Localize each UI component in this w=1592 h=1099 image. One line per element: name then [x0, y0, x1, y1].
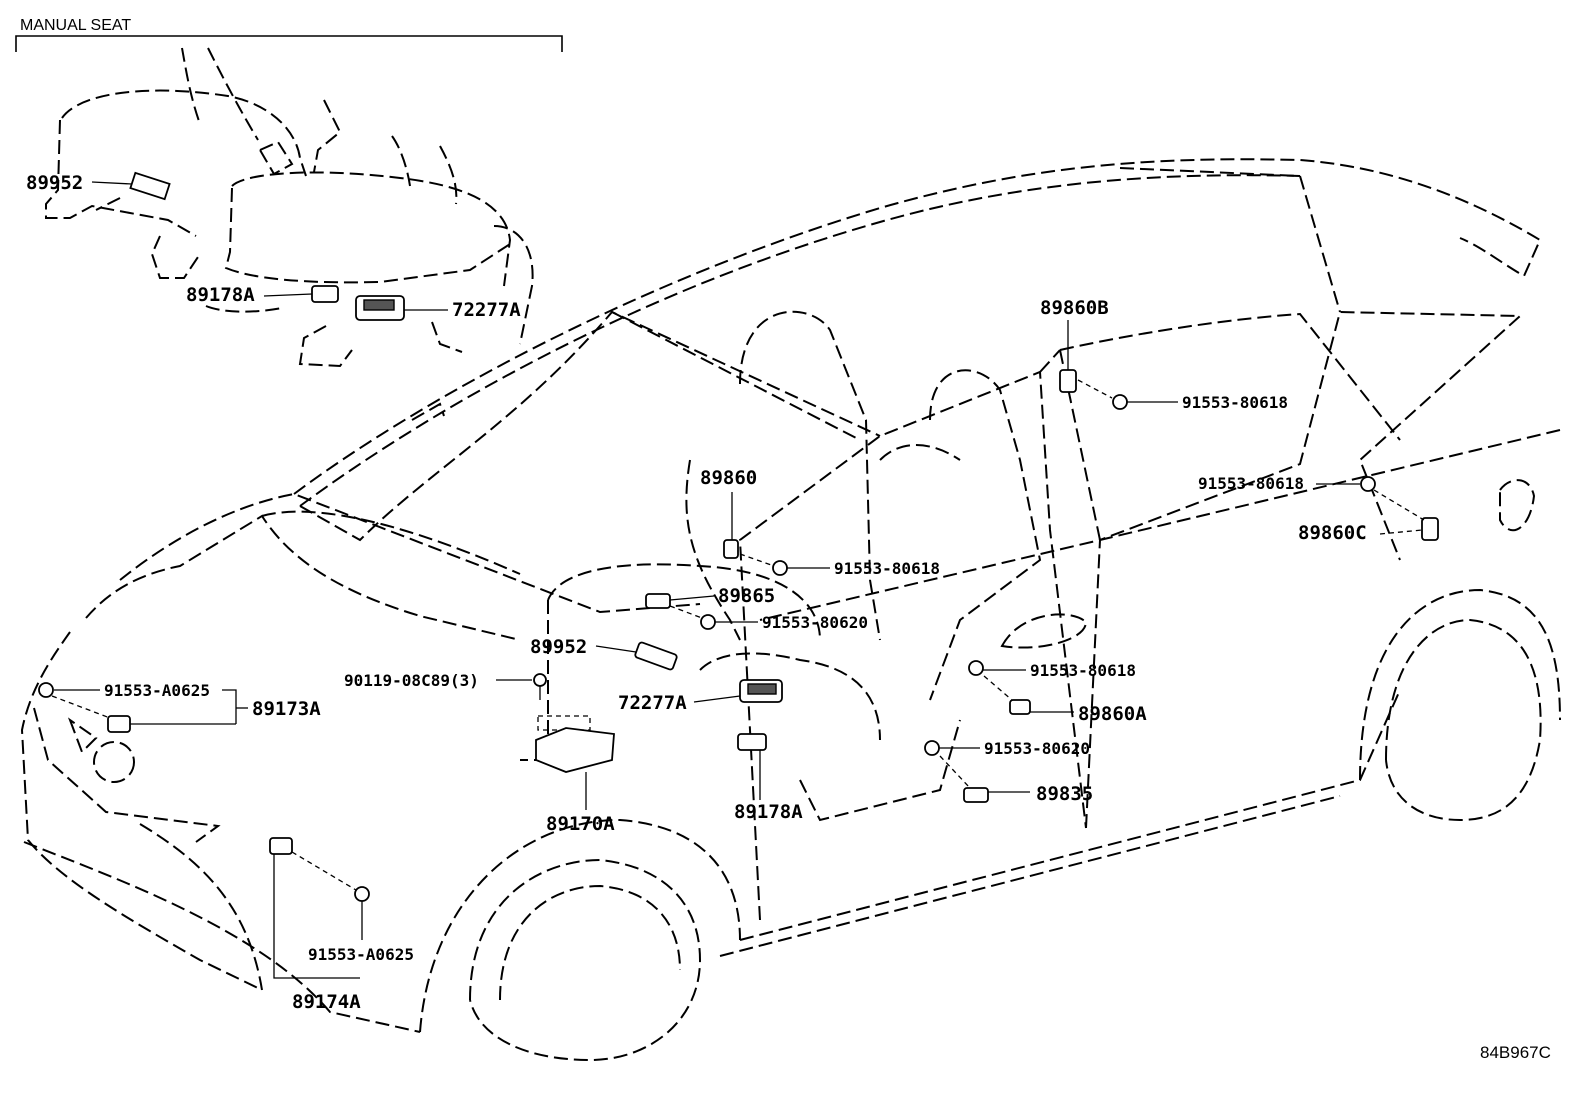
sensor-89835 — [963, 787, 989, 803]
label-89952-seat: 89952 — [26, 172, 83, 194]
label-90119-08C89: 90119-08C89(3) — [344, 671, 479, 690]
label-89865: 89865 — [718, 585, 775, 607]
label-91553-80620-a: 91553-80620 — [762, 613, 868, 632]
label-89178A-seat: 89178A — [186, 284, 255, 306]
sensor-89178A — [737, 733, 767, 751]
label-89860: 89860 — [700, 467, 757, 489]
label-91553-80618-a: 91553-80618 — [1182, 393, 1288, 412]
labels: 89860B 91553-80618 91553-80618 89860C 89… — [104, 297, 1551, 1062]
sensor-89860B — [1059, 369, 1077, 393]
label-91553-A0625-b: 91553-A0625 — [308, 945, 414, 964]
sensor-89860C — [1421, 517, 1439, 541]
sensor-89952 — [634, 641, 678, 671]
label-89860A: 89860A — [1078, 703, 1147, 725]
label-89835: 89835 — [1036, 783, 1093, 805]
inset-title: MANUAL SEAT — [20, 17, 131, 34]
sensor-89860A — [1009, 699, 1031, 715]
parts — [38, 320, 1439, 979]
label-89178A: 89178A — [734, 801, 803, 823]
label-91553-80618-d: 91553-80618 — [1030, 661, 1136, 680]
label-89860C: 89860C — [1298, 522, 1367, 544]
label-91553-80618-b: 91553-80618 — [1198, 474, 1304, 493]
vehicle-outline — [20, 158, 1561, 1062]
sensor-89865 — [645, 593, 671, 609]
label-89860B: 89860B — [1040, 297, 1109, 319]
figure-code: 84B967C — [1480, 1043, 1551, 1062]
label-72277A-seat: 72277A — [452, 299, 521, 321]
label-89170A: 89170A — [546, 813, 615, 835]
sensor-89860 — [723, 539, 739, 559]
label-89174A: 89174A — [292, 991, 361, 1013]
label-89952: 89952 — [530, 636, 587, 658]
manual-seat-inset: MANUAL SEAT 89952 89178A 72277A — [15, 17, 563, 368]
label-91553-80618-c: 91553-80618 — [834, 559, 940, 578]
module-89170A — [535, 727, 615, 773]
sensor-89174A — [269, 837, 293, 855]
label-91553-80620-b: 91553-80620 — [984, 739, 1090, 758]
label-91553-A0625-a: 91553-A0625 — [104, 681, 210, 700]
label-72277A: 72277A — [618, 692, 687, 714]
sensor-89173A — [107, 715, 131, 733]
label-89173A: 89173A — [252, 698, 321, 720]
